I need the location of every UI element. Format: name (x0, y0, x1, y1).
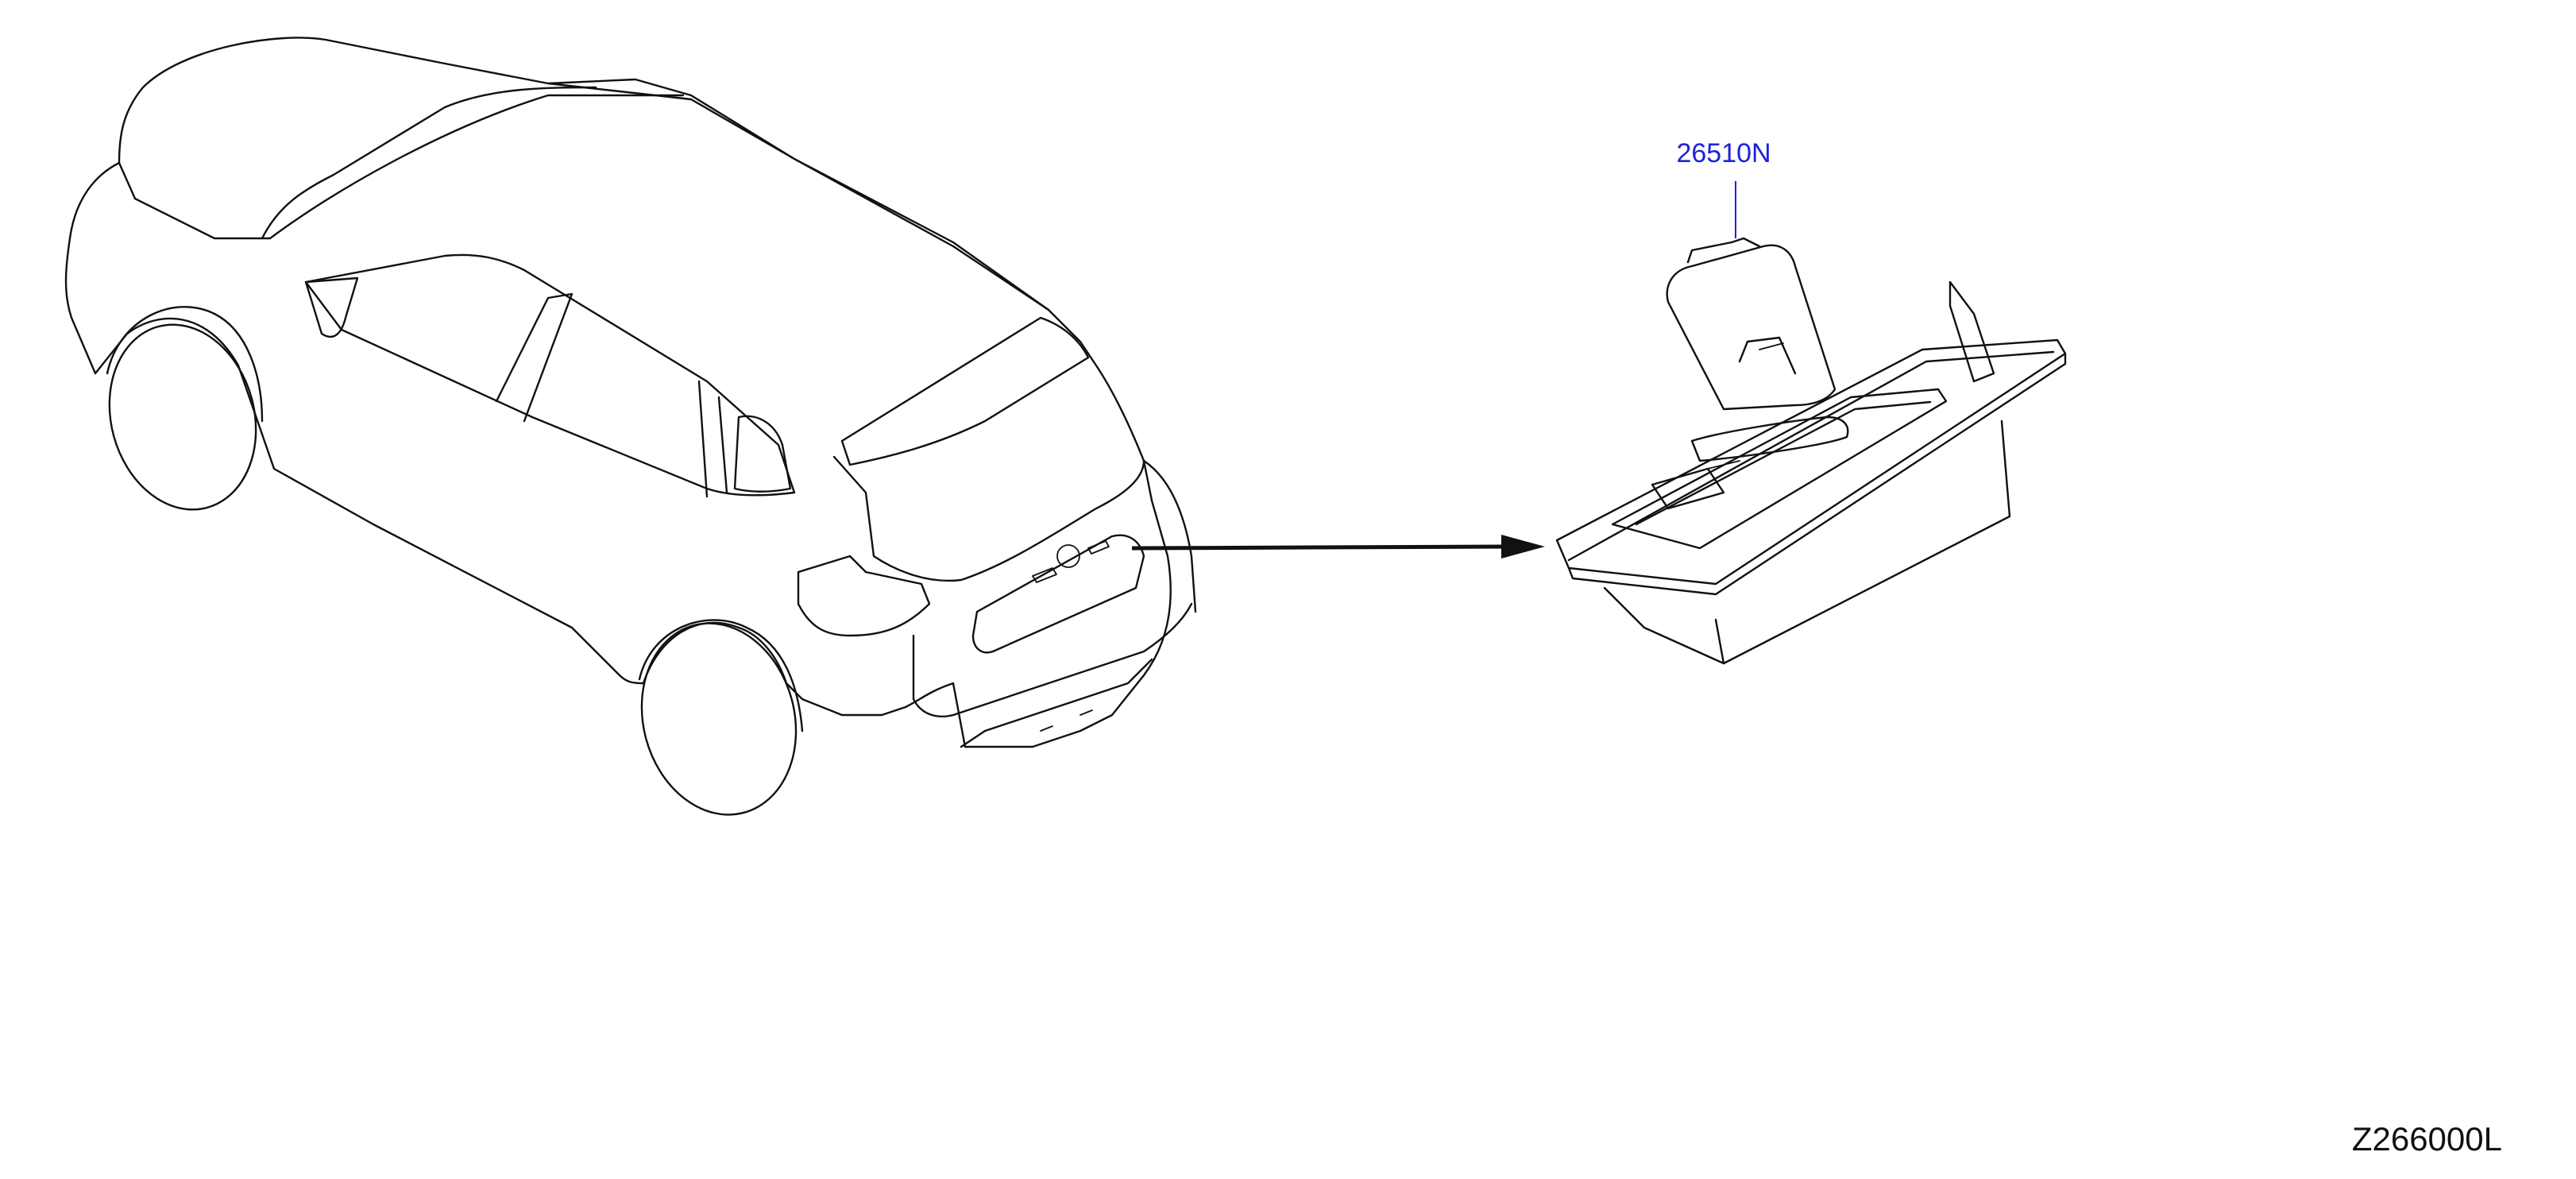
license-plate-lamp-drawing (1555, 181, 2067, 665)
vehicle-drawing (64, 37, 1197, 816)
arrow-right-icon (1131, 535, 1545, 559)
drawing-code-label: Z266000L (2351, 1120, 2502, 1158)
part-number-callout[interactable]: 26510N (1676, 138, 1771, 168)
